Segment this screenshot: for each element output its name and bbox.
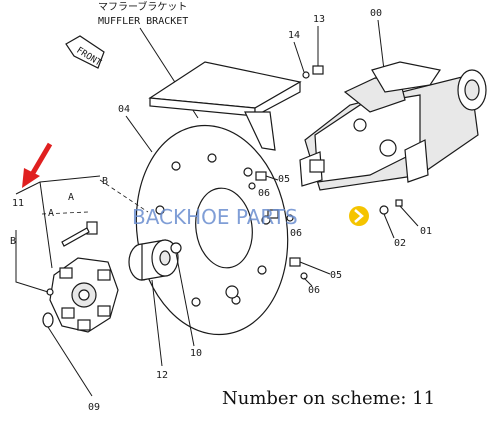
washer-09 (42, 312, 54, 328)
letter-b-left: B (10, 236, 16, 247)
nut-10 (170, 242, 182, 254)
callout-02: 02 (394, 238, 406, 249)
coupling-bolt (61, 221, 98, 247)
flexible-coupling (49, 257, 119, 333)
callout-06-upper: 06 (258, 188, 270, 199)
callout-14: 14 (288, 30, 300, 41)
callout-05-lower: 05 (330, 270, 342, 281)
callout-01: 01 (420, 226, 432, 237)
callout-11: 11 (12, 198, 24, 209)
muffler-bracket-jp-label: マフラーブラケット (98, 0, 187, 13)
letter-a-left: A (48, 208, 54, 219)
callout-10: 10 (190, 348, 202, 359)
bolt-13 (312, 65, 324, 75)
callout-12: 12 (156, 370, 168, 381)
callout-00: 00 (370, 8, 382, 19)
plug-01 (395, 199, 403, 207)
bolts-05-06-upper (248, 171, 308, 280)
flywheel-housing (135, 124, 289, 336)
scheme-number-caption: Number on scheme: 11 (222, 388, 435, 409)
callout-13: 13 (313, 14, 325, 25)
front-tag: FRONT (65, 35, 105, 69)
o-ring-02 (379, 205, 389, 215)
muffler-bracket-en-label: MUFFLER BRACKET (98, 16, 188, 27)
muffler-bracket (148, 61, 302, 151)
chevron-right-icon (349, 206, 369, 226)
callout-06-lower: 06 (308, 285, 320, 296)
callout-06-mid: 06 (290, 228, 302, 239)
letter-b-top: B (102, 176, 108, 187)
hydraulic-pump-assembly (299, 61, 487, 191)
red-arrow-icon (22, 142, 53, 188)
callout-09: 09 (88, 402, 100, 413)
watermark-text: BACKHOE PARTS (132, 205, 298, 229)
callout-04: 04 (118, 104, 130, 115)
washer-14 (302, 71, 310, 79)
watermark: BACKHOE PARTS (132, 205, 369, 229)
callout-05-upper: 05 (278, 174, 290, 185)
coupling-hub-12 (128, 239, 179, 281)
letter-a-right: A (68, 192, 74, 203)
